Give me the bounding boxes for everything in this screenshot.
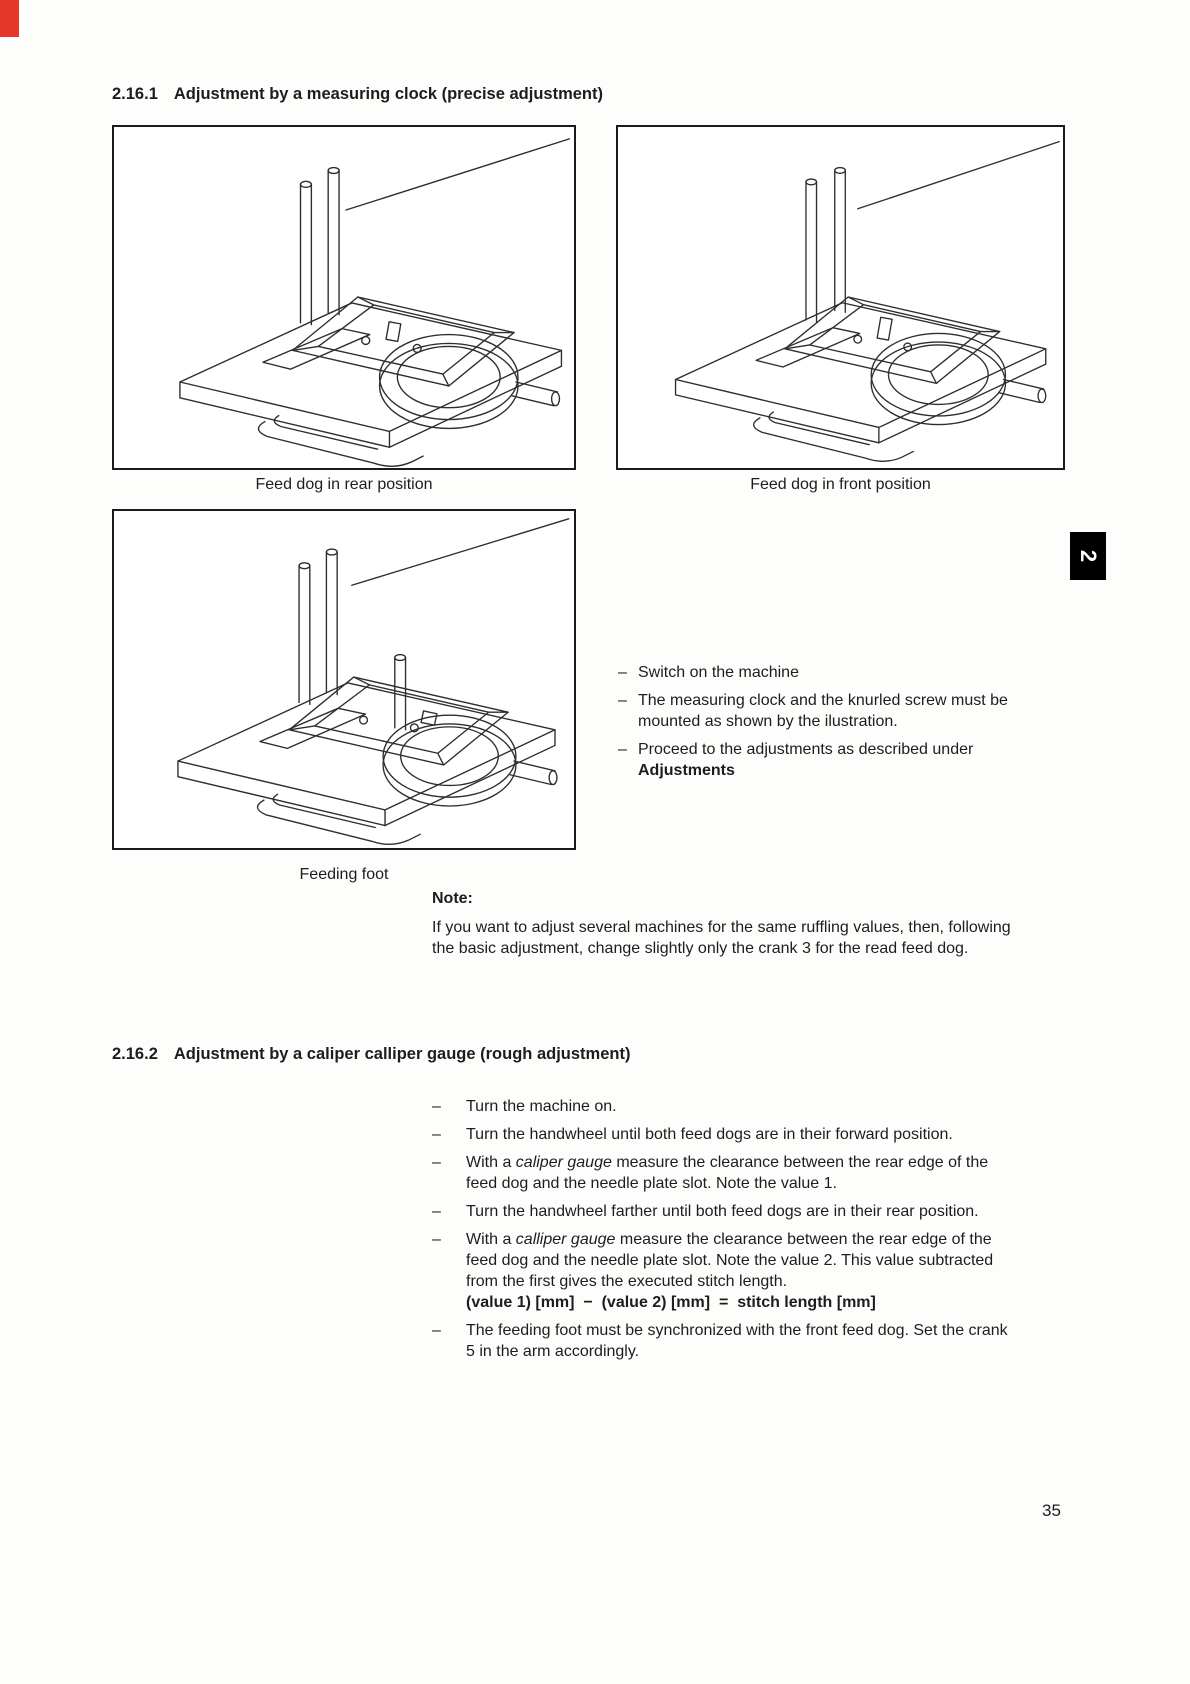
note-label: Note:: [432, 890, 473, 907]
bullet-text-bold: Adjustments: [638, 762, 735, 779]
figure-feed-dog-rear: [112, 125, 576, 470]
bullet-dash: –: [618, 692, 627, 709]
bullet-text-segment: Proceed to the adjustments as described …: [638, 741, 974, 758]
bullet-text-segment: With a: [466, 1154, 516, 1171]
bullet-text: Turn the handwheel until both feed dogs …: [466, 1126, 953, 1143]
section-heading-2162: 2.16.2 Adjustment by a caliper calliper g…: [112, 1044, 630, 1065]
bullet-text: Switch on the machine: [638, 664, 799, 681]
list-item: – Switch on the machine: [618, 662, 1038, 683]
bullet-text: Turn the machine on.: [466, 1098, 617, 1115]
list-item: – With a caliper gauge measure the clear…: [432, 1152, 1018, 1194]
bullet-text: The measuring clock and the knurled scre…: [638, 692, 1008, 730]
measuring-clock-illustration: [179, 138, 571, 467]
bullet-dash: –: [432, 1231, 441, 1248]
bullet-dash: –: [432, 1322, 441, 1339]
chapter-tab-number: 2: [1076, 549, 1101, 563]
figure-caption-feeding-foot: Feeding foot: [299, 866, 389, 883]
page-number: 35: [1042, 1501, 1061, 1520]
bullet-dash: –: [432, 1098, 441, 1115]
figure-feed-dog-front: [616, 125, 1065, 470]
note-block: Note: If you want to adjust several mach…: [432, 888, 1036, 959]
list-item: – Turn the handwheel farther until both …: [432, 1201, 1018, 1222]
bullet-text: Turn the handwheel farther until both fe…: [466, 1203, 979, 1220]
bullet-dash: –: [618, 664, 627, 681]
bullet-text-segment: measure the clearance between the rear e…: [466, 1231, 994, 1290]
figure-caption-front: Feed dog in front position: [750, 476, 931, 493]
bullet-text: With a calliper gauge measure the cleara…: [466, 1229, 1014, 1313]
section-heading-2161: 2.16.1 Adjustment by a measuring clock (p…: [112, 84, 603, 105]
bullet-text: Proceed to the adjustments as described …: [638, 739, 1024, 781]
bullet-text-italic: calliper gauge: [515, 1231, 616, 1248]
list-item: – Turn the machine on.: [432, 1096, 1018, 1117]
section-title: Adjustment by a measuring clock (precise…: [173, 85, 603, 103]
section-number: 2.16.1: [112, 85, 158, 103]
bullet-dash: –: [618, 741, 627, 758]
bullet-dash: –: [432, 1203, 441, 1220]
red-edge-mark: [0, 0, 19, 37]
stitch-length-formula: (value 1) [mm] − (value 2) [mm] = stitch…: [466, 1294, 876, 1311]
bullet-text-segment: With a: [466, 1231, 516, 1248]
section-title: Adjustment by a caliper calliper gauge (…: [173, 1045, 631, 1063]
bullet-text-italic: caliper gauge: [515, 1154, 612, 1171]
list-item: – Turn the handwheel until both feed dog…: [432, 1124, 1018, 1145]
list-item: – The measuring clock and the knurled sc…: [618, 690, 1038, 732]
bullet-text: The feeding foot must be synchronized wi…: [466, 1322, 1008, 1360]
bullet-text: With a caliper gauge measure the clearan…: [466, 1152, 1014, 1194]
measuring-clock-illustration: [674, 140, 1060, 462]
section-number: 2.16.2: [112, 1045, 158, 1063]
figure-caption-rear: Feed dog in rear position: [255, 476, 433, 493]
section2-bullet-list: – Turn the machine on. – Turn the handwh…: [432, 1096, 1018, 1369]
bullet-dash: –: [432, 1154, 441, 1171]
note-text: If you want to adjust several machines f…: [432, 919, 1011, 957]
measuring-clock-illustration: [177, 518, 570, 846]
figure-feeding-foot: [112, 509, 576, 850]
list-item: – The feeding foot must be synchronized …: [432, 1320, 1018, 1362]
chapter-thumb-tab: 2: [1070, 532, 1106, 580]
section1-bullet-list: – Switch on the machine – The measuring …: [618, 662, 1038, 788]
list-item: – Proceed to the adjustments as describe…: [618, 739, 1038, 781]
bullet-dash: –: [432, 1126, 441, 1143]
bullet-text-segment: measure the clearance between the rear e…: [466, 1154, 989, 1192]
list-item: – With a calliper gauge measure the clea…: [432, 1229, 1018, 1313]
